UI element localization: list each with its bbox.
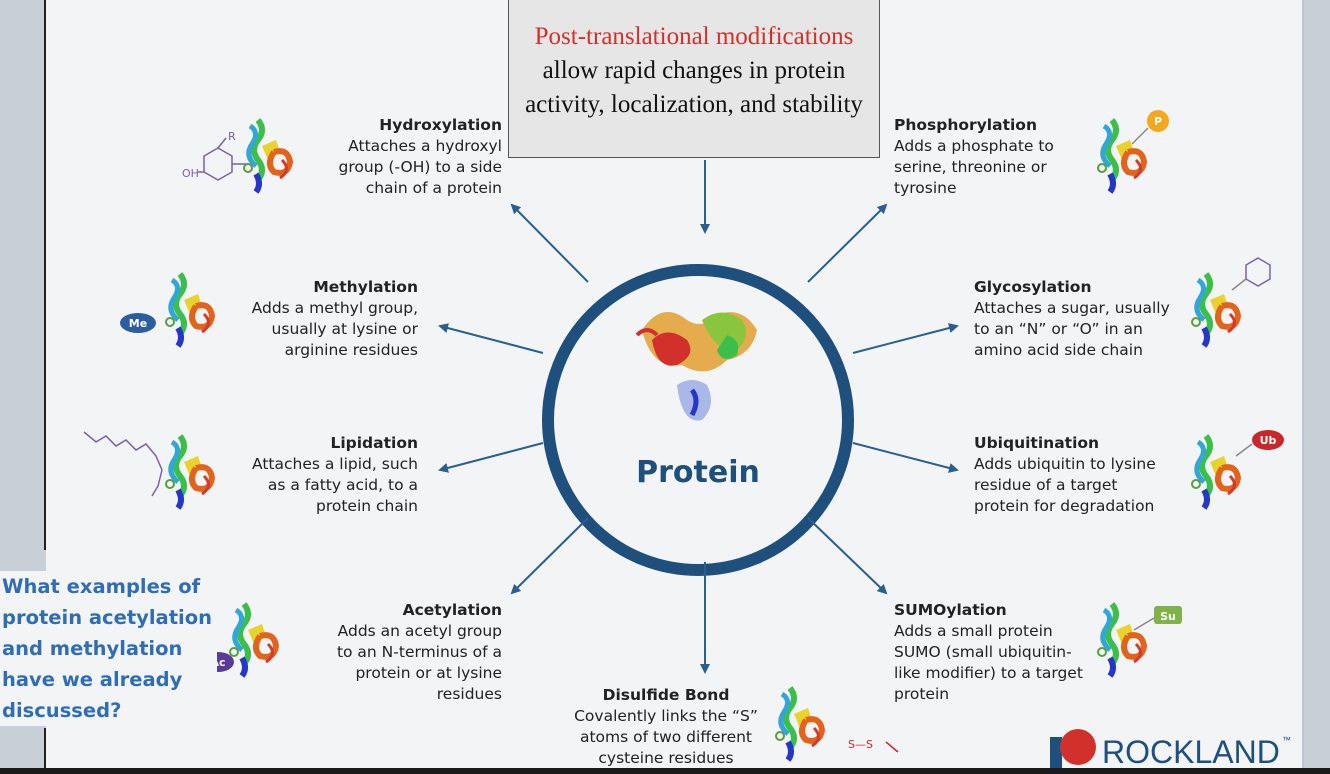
mod-desc: Adds ubiquitin to lysine residue of a ta… [974,455,1156,515]
mod-desc: Covalently links the “S” atoms of two di… [574,707,758,767]
sumo-badge-label: Su [1160,610,1176,623]
logo-mark-icon [1060,729,1096,765]
mod-title: Hydroxylation [379,116,502,134]
mod-title: Disulfide Bond [602,686,730,704]
phosphate-badge-icon [1147,110,1169,132]
protein-icon-lipidation [166,436,212,508]
callout-text: allow rapid changes in protein activity,… [525,57,863,118]
callout-highlight: Post-translational modifications [534,23,854,50]
mod-desc: Attaches a lipid, such as a fatty acid, … [252,455,418,515]
mod-desc: Attaches a sugar, usually to an “N” or “… [974,299,1170,359]
mod-desc: Adds a phosphate to serine, threonine or… [894,137,1054,197]
mod-sumoylation: SUMOylation Adds a small protein SUMO (s… [894,600,1084,705]
mod-acetylation: Acetylation Adds an acetyl group to an N… [318,600,502,705]
ubiquitin-badge-label: Ub [1260,434,1277,447]
logo-tm: ™ [1282,735,1291,745]
rockland-logo: ROCKLAND ™ [1044,725,1294,774]
mod-title: Glycosylation [974,278,1092,296]
protein-icon-acetylation [230,604,276,676]
mod-title: Ubiquitination [974,434,1100,452]
mod-title: Methylation [313,278,418,296]
arrow-ubiquitination [852,442,959,473]
protein-structure-image [635,312,757,421]
protein-icon-sumoylation [1098,604,1144,676]
mod-desc: Adds a methyl group, usually at lysine o… [251,299,418,359]
protein-label: Protein [636,455,760,490]
mod-phosphorylation: Phosphorylation Adds a phosphate to seri… [894,115,1072,199]
oh-label: OH [182,167,199,180]
mod-hydroxylation: Hydroxylation Attaches a hydroxyl group … [300,115,502,199]
logo-text: ROCKLAND [1102,734,1280,770]
mod-title: Acetylation [402,601,502,619]
arrow-sumoylation [807,517,888,595]
lipid-chain-icon [83,431,163,497]
sumo-badge-icon [1154,606,1182,624]
protein-icon-ubiquitination [1192,436,1238,508]
mod-methylation: Methylation Adds a methyl group, usually… [238,277,418,361]
mod-title: SUMOylation [894,601,1007,619]
methyl-badge-icon [120,313,156,333]
left-border [44,0,46,550]
mod-glycosylation: Glycosylation Attaches a sugar, usually … [974,277,1180,361]
sugar-ring-icon [1231,257,1271,291]
left-border-lower [44,728,46,774]
right-border [1302,0,1304,774]
hydroxyl-ring-icon [198,137,246,181]
discussion-question: What examples of protein acetylation and… [0,571,217,726]
methyl-badge-label: Me [129,317,147,330]
protein-icon-disulfide [776,688,822,760]
mod-ubiquitination: Ubiquitination Adds ubiquitin to lysine … [974,433,1174,517]
protein-icon-methylation [166,274,212,346]
r-group-label: R [228,130,236,143]
phosphate-badge-label: P [1154,115,1162,128]
callout-box: Post-translational modifications allow r… [508,0,880,158]
mod-desc: Attaches a hydroxyl group (-OH) to a sid… [338,137,502,197]
arrow-hydroxylation [510,203,589,283]
arrow-methylation [438,323,544,354]
protein-icon-glycosylation [1192,274,1238,346]
ubiquitin-badge-icon [1252,430,1284,450]
bottom-border [0,768,1330,774]
mod-title: Lipidation [330,434,418,452]
mod-desc: Adds an acetyl group to an N-terminus of… [336,622,502,703]
protein-icon-hydroxylation [244,120,290,192]
arrow-phosphorylation [807,203,888,283]
arrow-glycosylation [852,323,959,354]
arrow-acetylation [510,517,589,595]
protein-ring [542,264,854,576]
mod-desc: Adds a small protein SUMO (small ubiquit… [894,622,1083,703]
mod-disulfide: Disulfide Bond Covalently links the “S” … [566,685,766,769]
mod-title: Phosphorylation [894,116,1037,134]
mod-lipidation: Lipidation Attaches a lipid, such as a f… [238,433,418,517]
disulfide-link-label: S—S [848,738,873,751]
protein-icon-phosphorylation [1098,120,1144,192]
arrow-lipidation [438,442,544,473]
